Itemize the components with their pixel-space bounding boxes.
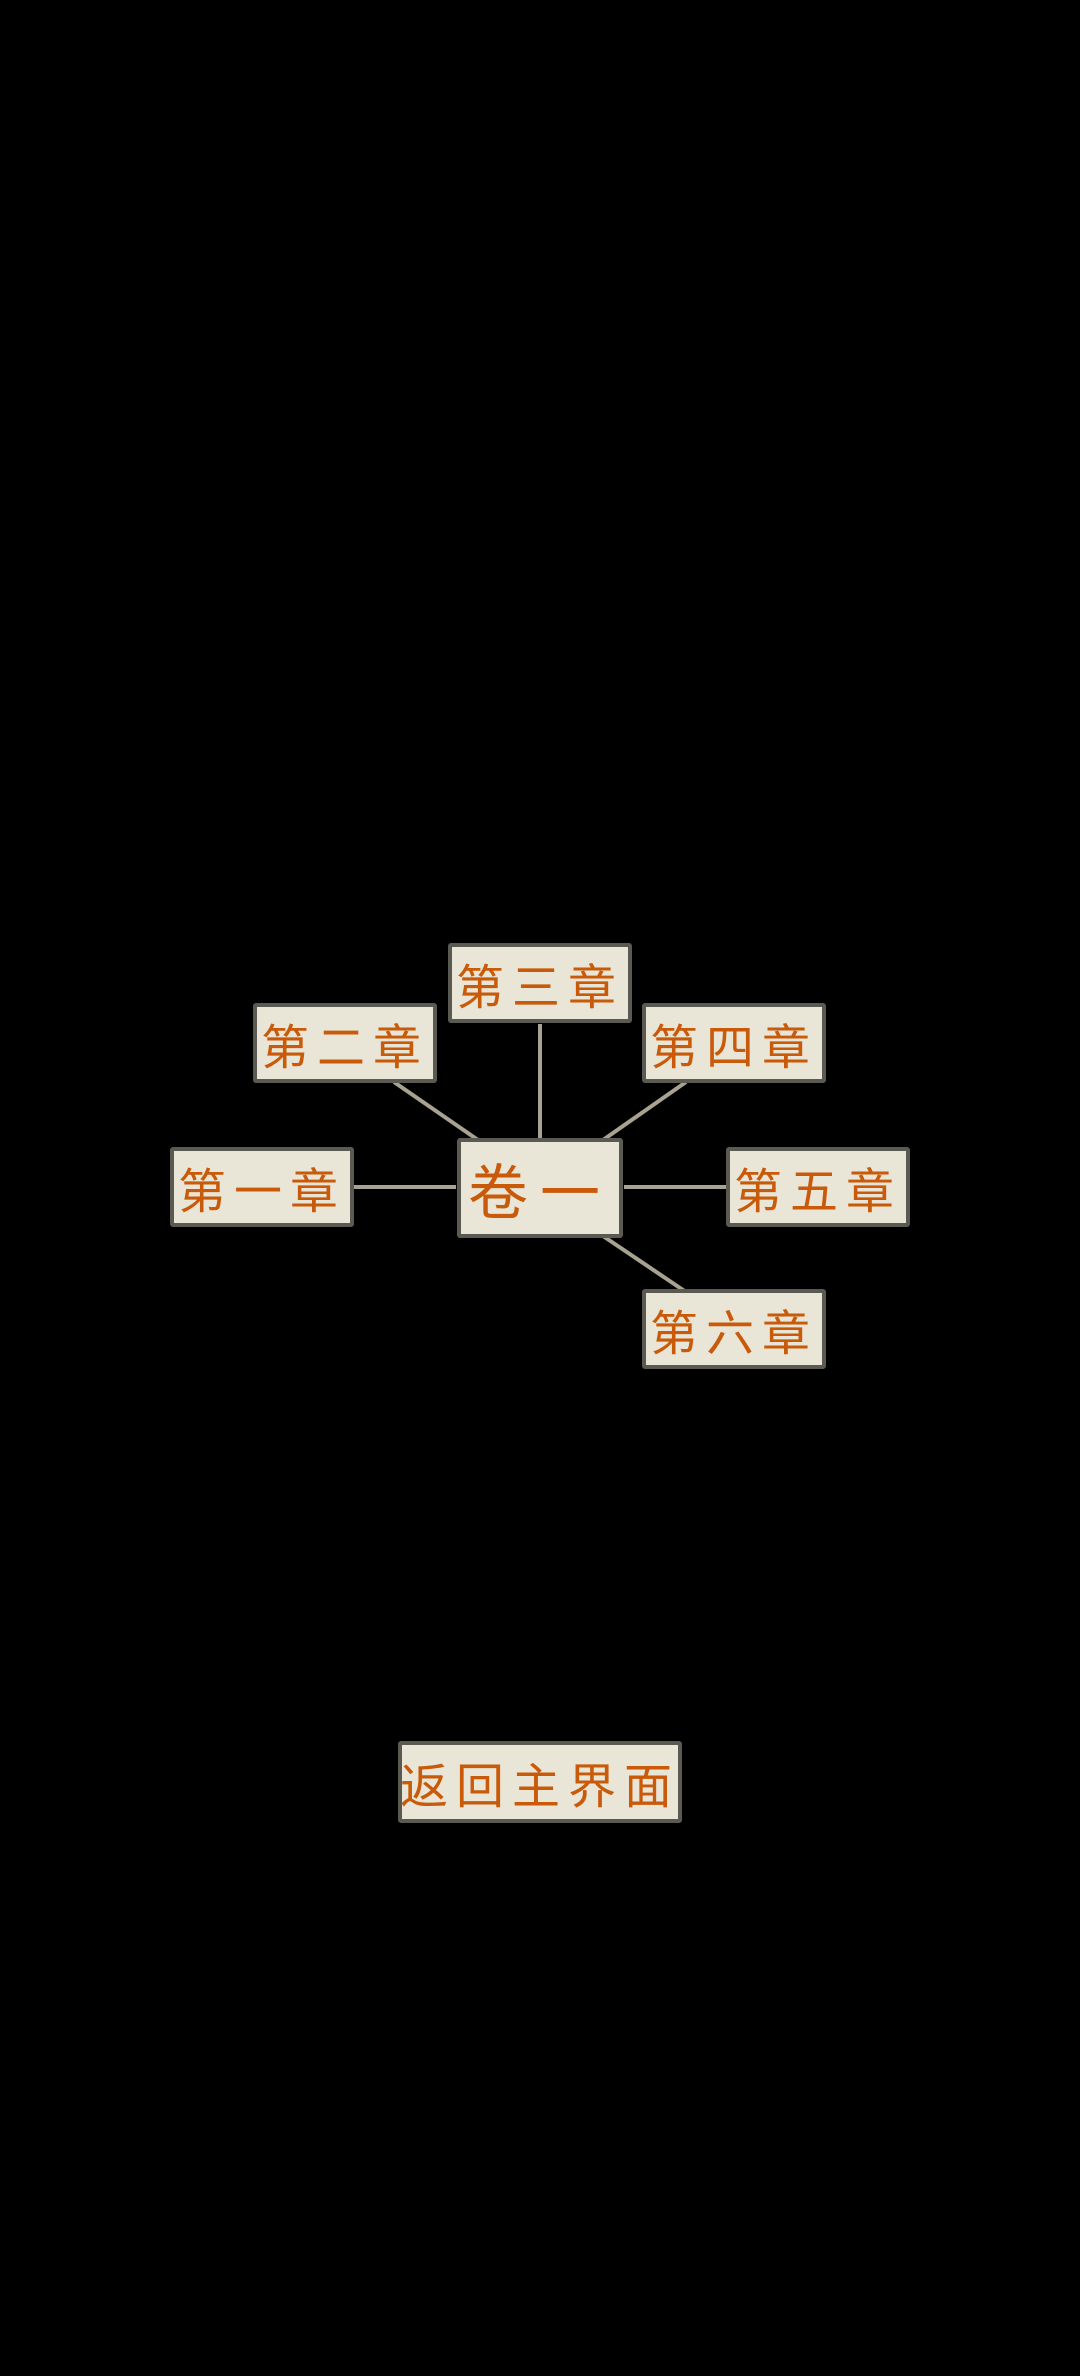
chapter-1-button[interactable]: 第一章 — [170, 1147, 354, 1227]
chapter-2-button[interactable]: 第二章 — [253, 1003, 437, 1083]
connector-chapter-2 — [392, 1080, 480, 1142]
chapter-6-button[interactable]: 第六章 — [642, 1289, 826, 1369]
connector-chapter-4 — [601, 1080, 688, 1142]
connector-chapter-6 — [601, 1234, 688, 1294]
chapter-3-button[interactable]: 第三章 — [448, 943, 632, 1023]
volume-one-node[interactable]: 卷一 — [457, 1138, 623, 1238]
chapter-5-button[interactable]: 第五章 — [726, 1147, 910, 1227]
return-main-menu-button[interactable]: 返回主界面 — [398, 1741, 682, 1823]
chapter-4-button[interactable]: 第四章 — [642, 1003, 826, 1083]
